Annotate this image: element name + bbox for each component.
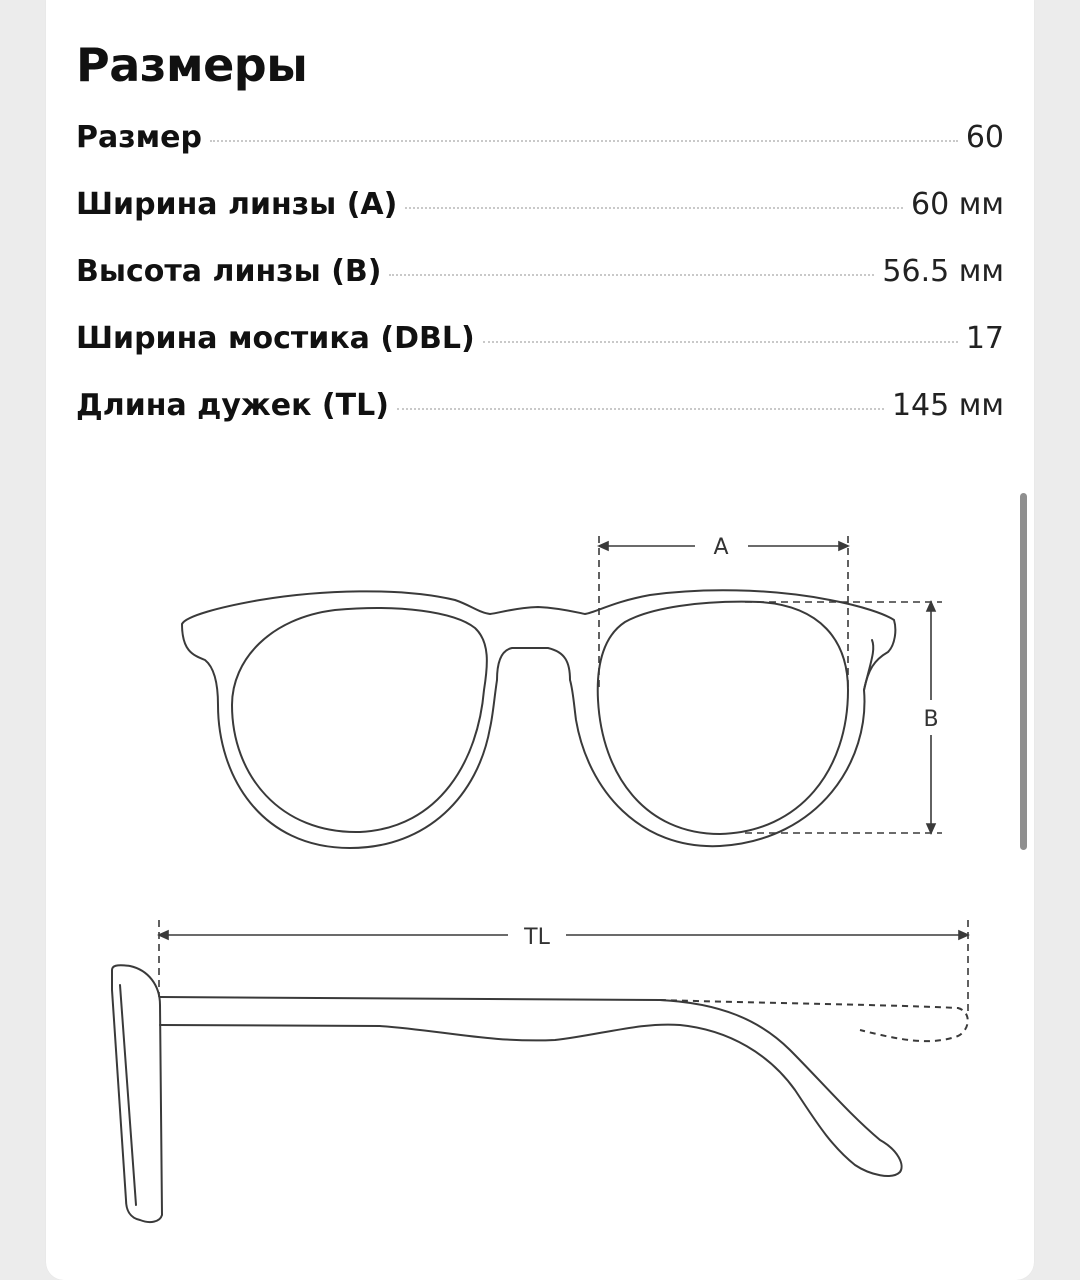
page-title: Размеры: [76, 38, 308, 92]
spec-value: 17: [965, 321, 1004, 356]
side-frame-edge: [111, 964, 163, 1224]
spec-row-temple-length: Длина дужек (TL) 145 мм: [76, 388, 1004, 455]
spec-row-lens-height: Высота линзы (B) 56.5 мм: [76, 254, 1004, 321]
spec-row-bridge-width: Ширина мостика (DBL) 17: [76, 321, 1004, 388]
dotted-leader: [396, 408, 884, 410]
scrollbar-thumb[interactable]: [1020, 493, 1027, 850]
spec-label: Ширина мостика (DBL): [76, 321, 475, 356]
dotted-leader: [210, 140, 958, 142]
spec-label: Размер: [76, 120, 203, 155]
spec-value: 56.5 мм: [882, 254, 1004, 289]
spec-row-lens-width: Ширина линзы (A) 60 мм: [76, 187, 1004, 254]
sizes-card: Размеры Размер 60 Ширина линзы (A) 60 мм…: [46, 0, 1034, 1280]
spec-row-size: Размер 60: [76, 120, 1004, 187]
spec-label: Высота линзы (B): [76, 254, 382, 289]
dotted-leader: [389, 274, 875, 276]
temple-arm: [159, 996, 903, 1177]
dotted-leader: [405, 207, 904, 209]
side-frame-inner: [119, 984, 137, 1206]
spec-value: 60: [965, 120, 1004, 155]
spec-label: Ширина линзы (A): [76, 187, 398, 222]
spec-value: 60 мм: [911, 187, 1004, 222]
dotted-leader: [482, 341, 958, 343]
dimension-b: [745, 600, 942, 835]
spec-value: 145 мм: [891, 388, 1004, 423]
dimension-b-label: B: [923, 707, 938, 732]
spec-label: Длина дужек (TL): [76, 388, 389, 423]
dimension-a-label: A: [713, 535, 728, 560]
dimension-tl: [157, 920, 970, 1012]
frame-front-outline: [181, 589, 897, 849]
right-lens: [596, 600, 849, 835]
temple-tip-dashed: [659, 999, 969, 1043]
front-temple-hint: [863, 639, 875, 691]
spec-list: Размер 60 Ширина линзы (A) 60 мм Высота …: [76, 120, 1004, 455]
dimension-a: [597, 536, 850, 690]
dimension-tl-label: TL: [523, 925, 550, 950]
left-lens: [231, 607, 488, 834]
